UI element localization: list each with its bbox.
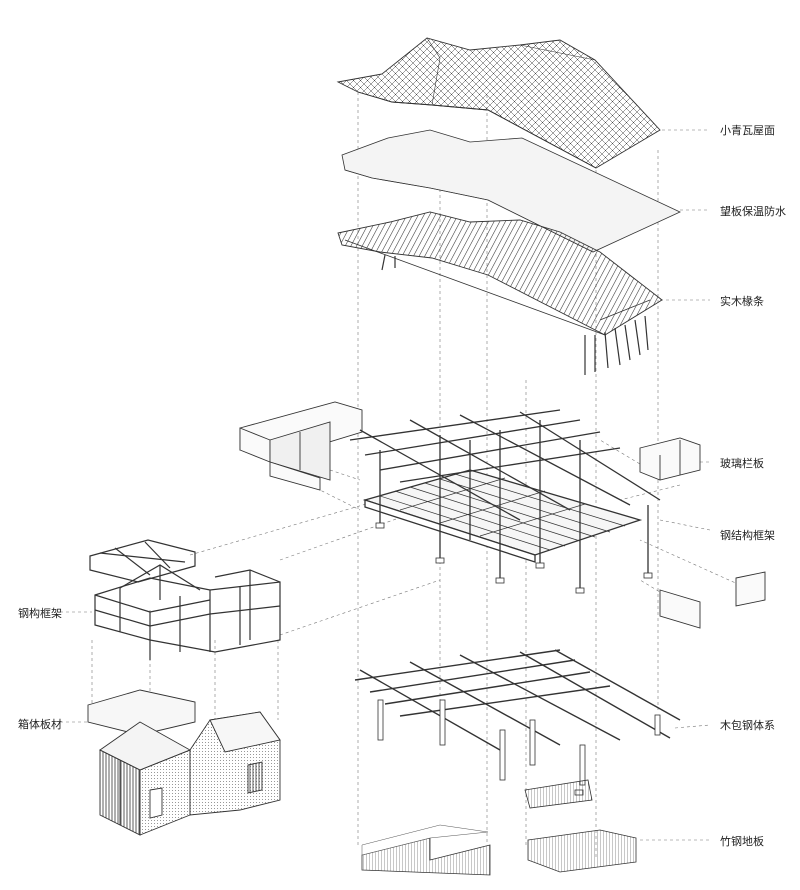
steel-column-bases <box>375 522 653 594</box>
glass-railing-right <box>639 437 766 629</box>
label-insulation: 望板保温防水 <box>720 205 786 218</box>
insulation-layer <box>341 129 681 253</box>
steel-structure-frame <box>349 409 661 590</box>
bamboo-floor <box>361 779 637 876</box>
wood-steel-columns <box>377 699 661 796</box>
label-rafters: 实木椽条 <box>720 295 764 308</box>
label-glass-railing: 玻璃栏板 <box>720 457 764 470</box>
box-steel-frame <box>89 539 281 660</box>
label-steel-frame: 钢结构框架 <box>720 529 775 542</box>
box-panels <box>87 689 281 836</box>
label-roof-tiles: 小青瓦屋面 <box>720 124 775 137</box>
label-bamboo-floor: 竹钢地板 <box>720 835 764 848</box>
roof-tile-layer <box>336 37 661 169</box>
label-box-steel-frame: 钢构框架 <box>18 607 62 620</box>
label-wood-steel-system: 木包钢体系 <box>720 719 775 732</box>
glass-railing-left <box>239 401 363 491</box>
label-box-panels: 箱体板材 <box>18 718 62 731</box>
rafter-layer <box>337 211 663 375</box>
wood-steel-system <box>354 649 681 751</box>
